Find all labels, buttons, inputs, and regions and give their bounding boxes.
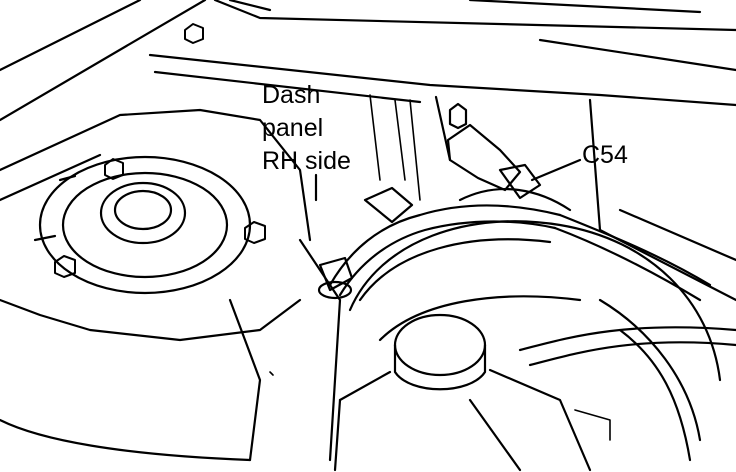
connector-c54-body — [446, 102, 542, 200]
dash-grommet — [317, 186, 414, 300]
dash-panel-label-line3: RH side — [262, 147, 351, 175]
contour-lines — [269, 94, 611, 441]
wiring-harness — [328, 188, 736, 367]
strut-tower — [0, 23, 342, 462]
dash-panel-label-line2: panel — [262, 114, 324, 142]
reservoir — [333, 313, 592, 472]
c54-leader-line — [530, 158, 582, 182]
brake-booster — [348, 220, 722, 462]
connector-c54-label: C54 — [582, 141, 628, 169]
dash-panel-label-line1: Dash — [262, 81, 321, 109]
